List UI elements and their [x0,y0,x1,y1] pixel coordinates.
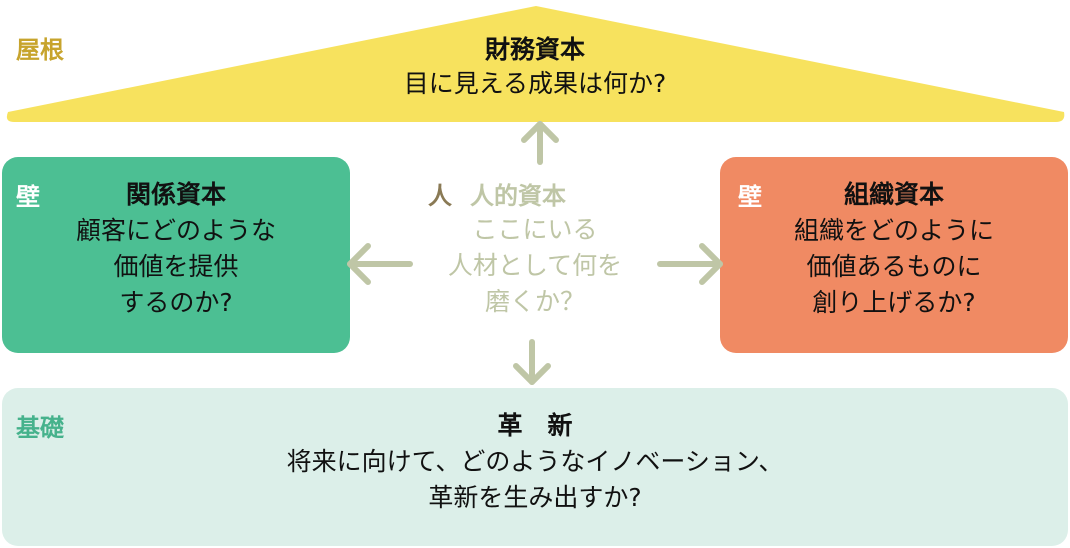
roof-shape [6,6,1065,122]
arrow-right-icon [657,243,723,285]
left-wall-line: 顧客にどのような [75,216,276,245]
center-line: ここにいる [472,215,598,244]
right-wall-box: 壁 組織資本 組織をどのように 価値あるものに 創り上げるか? [720,157,1068,353]
right-wall-line: 組織をどのように [793,216,994,245]
foundation-title: 革 新 [497,411,573,440]
arrow-down-icon [513,339,551,385]
center-tag: 人 [428,182,452,210]
roof-title: 財務資本 [484,35,585,64]
foundation-box: 基礎 革 新 将来に向けて、どのようなイノベーション、 革新を生み出すか? [2,388,1068,546]
arrow-left-icon [347,243,413,285]
foundation-tag: 基礎 [16,414,64,442]
right-wall-line: 価値あるものに [806,252,982,281]
center-line: 磨くか？ [484,287,585,316]
right-wall-line: 創り上げるか? [812,288,976,317]
left-wall-tag: 壁 [16,183,40,211]
right-wall-text: 組織をどのように 価値あるものに 創り上げるか? [720,213,1068,321]
roof-question: 目に見える成果は何か? [403,69,667,98]
arrow-up-icon [521,121,559,165]
right-wall-tag: 壁 [738,183,762,211]
foundation-text: 将来に向けて、どのようなイノベーション、 革新を生み出すか? [2,444,1068,516]
left-wall-text: 顧客にどのような 価値を提供 するのか? [2,213,350,321]
roof-tag: 屋根 [16,36,64,64]
left-wall-line: 価値を提供 [113,252,239,281]
center-line: 人材として何を [447,251,623,280]
center-text: ここにいる 人材として何を 磨くか？ [385,212,685,320]
right-wall-title: 組織資本 [843,180,944,209]
foundation-line: 革新を生み出すか? [428,483,642,512]
left-wall-title: 関係資本 [125,180,226,209]
center-title: 人的資本 [470,182,566,210]
foundation-line: 将来に向けて、どのようなイノベーション、 [286,447,784,476]
left-wall-box: 壁 関係資本 顧客にどのような 価値を提供 するのか? [2,157,350,353]
left-wall-line: するのか? [119,288,233,317]
